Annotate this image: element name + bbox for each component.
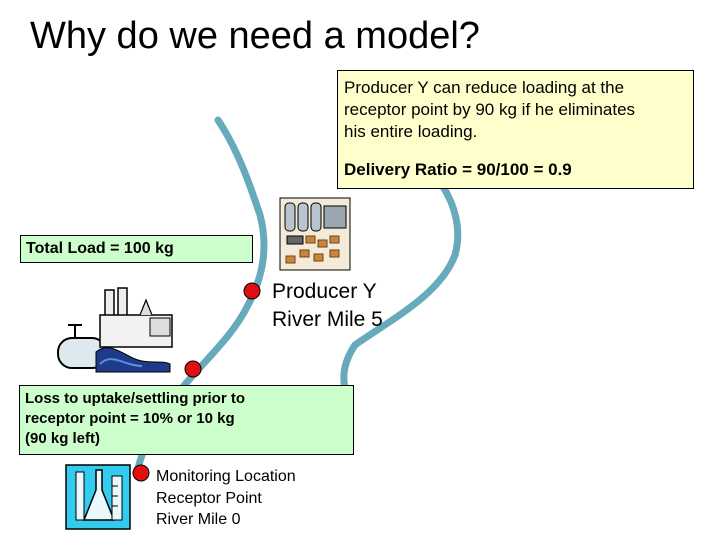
producer-marker [243, 282, 261, 300]
lab-flask-icon [65, 464, 131, 530]
callout-line-3: his entire loading. [344, 122, 478, 141]
monitoring-marker [132, 464, 150, 482]
callout-line-1: Producer Y can reduce loading at the [344, 78, 625, 97]
loss-line-3: (90 kg left) [25, 430, 101, 447]
monitoring-line-2: Receptor Point [156, 489, 262, 507]
producer-callout-text: Producer Y can reduce loading at the rec… [344, 77, 687, 143]
callout-line-2: receptor point by 90 kg if he eliminates [344, 100, 636, 119]
producer-name: Producer Y [272, 280, 377, 303]
total-load-box: Total Load = 100 kg [20, 235, 253, 263]
monitoring-line-1: Monitoring Location [156, 468, 296, 485]
producer-river-mile: River Mile 5 [272, 308, 383, 331]
farm-icon [279, 197, 351, 271]
producer-callout: Producer Y can reduce loading at the rec… [337, 70, 694, 189]
midpoint-marker [184, 360, 202, 378]
delivery-ratio: Delivery Ratio = 90/100 = 0.9 [344, 160, 572, 179]
producer-label: Producer Y River Mile 5 [272, 278, 383, 334]
page-title: Why do we need a model? [30, 15, 480, 57]
loss-line-1: Loss to uptake/settling prior to [25, 390, 246, 407]
monitoring-line-3: River Mile 0 [156, 511, 241, 528]
monitoring-label: Monitoring Location Receptor Point River… [156, 466, 296, 531]
loss-line-2: receptor point = 10% or 10 kg [25, 410, 235, 427]
loss-box: Loss to uptake/settling prior to recepto… [19, 385, 354, 455]
river-right-branch [340, 181, 462, 392]
factory-icon [57, 287, 173, 373]
